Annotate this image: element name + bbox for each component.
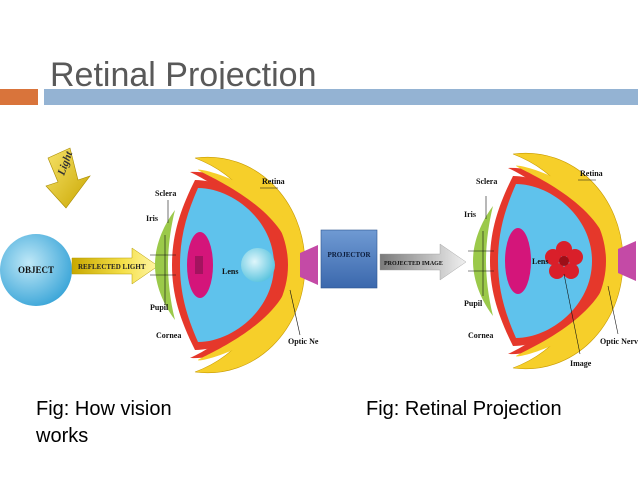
object-label: OBJECT [18, 265, 54, 275]
left-cornea-label: Cornea [156, 331, 181, 340]
left-retina-label: Retina [262, 177, 285, 186]
projected-image-label: PROJECTED IMAGE [384, 261, 443, 267]
vision-diagram: Light OBJECT REFLECTED LIGHT Sclera Reti… [0, 147, 638, 374]
right-cornea-label: Cornea [468, 331, 493, 340]
light-arrow: Light [45, 147, 91, 209]
caption-how-vision-works: Fig: How vision works [36, 398, 172, 447]
projector-box: PROJECTOR [320, 229, 378, 289]
right-pupil-label: Pupil [464, 299, 483, 308]
object-sphere: OBJECT [0, 234, 72, 306]
right-eye: Sclera Retina Iris Lens Pupil Cornea Opt… [464, 152, 638, 370]
right-lens-label: Lens [532, 257, 548, 266]
right-optic-label: Optic Nerve [600, 337, 638, 346]
right-retina-label: Retina [580, 169, 603, 178]
left-pupil-label: Pupil [150, 303, 169, 312]
right-image-label: Image [570, 359, 592, 368]
left-optic-label: Optic Ne [288, 337, 319, 346]
right-sclera-label: Sclera [476, 177, 497, 186]
left-iris-label: Iris [146, 214, 158, 223]
left-eye: Sclera Retina Iris Lens Pupil Cornea Opt… [146, 156, 319, 374]
caption-retinal-projection: Fig: Retinal Projection [366, 398, 562, 420]
title-accent-orange [0, 89, 38, 105]
projector-label: PROJECTOR [327, 251, 371, 259]
left-lens-label: Lens [222, 267, 238, 276]
reflected-light-arrow: REFLECTED LIGHT [71, 247, 159, 285]
slide-title: Retinal Projection [50, 56, 317, 94]
projected-image-arrow: PROJECTED IMAGE [379, 243, 467, 281]
projected-flower-image [545, 241, 583, 279]
left-sclera-label: Sclera [155, 189, 176, 198]
right-iris-label: Iris [464, 210, 476, 219]
reflected-light-label: REFLECTED LIGHT [78, 263, 146, 271]
title-accent-blue [44, 89, 638, 105]
